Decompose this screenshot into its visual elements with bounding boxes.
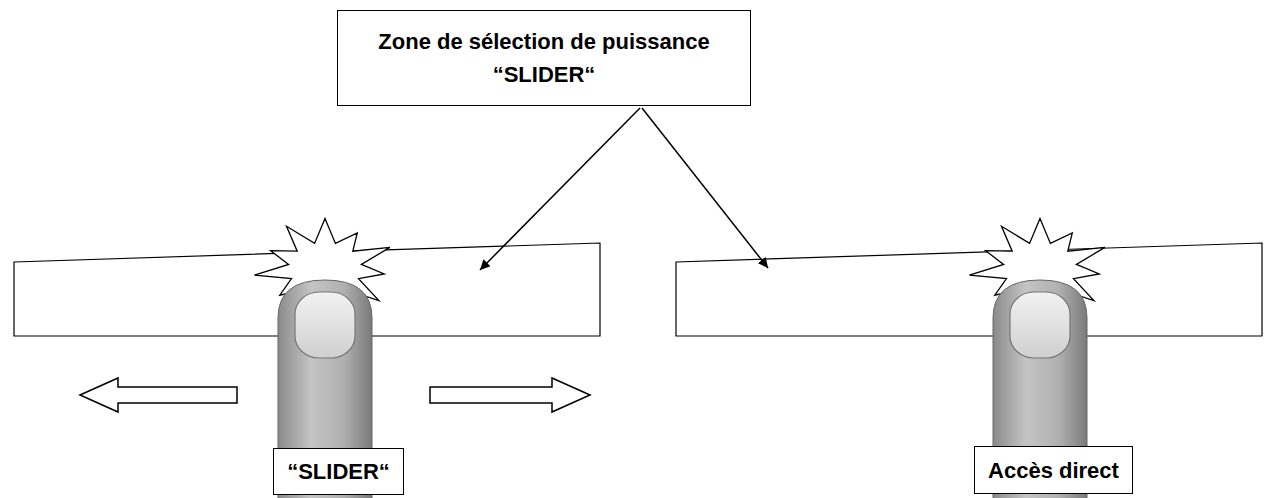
leader-arrow [642, 108, 768, 268]
box-text: Zone de sélection de puissance “SLIDER“ [350, 25, 738, 91]
label-box: Accès direct [974, 446, 1133, 494]
fingernail [1010, 292, 1070, 358]
fingernail [295, 292, 355, 358]
label-box: “SLIDER“ [273, 448, 404, 495]
leader-arrow [480, 108, 640, 270]
box-text: “SLIDER“ [286, 455, 391, 488]
box-text: Accès direct [987, 454, 1120, 487]
title-box: Zone de sélection de puissance “SLIDER“ [337, 10, 751, 106]
direction-arrow [80, 378, 237, 412]
slider-bar [676, 243, 1262, 336]
direction-arrow [430, 378, 590, 412]
